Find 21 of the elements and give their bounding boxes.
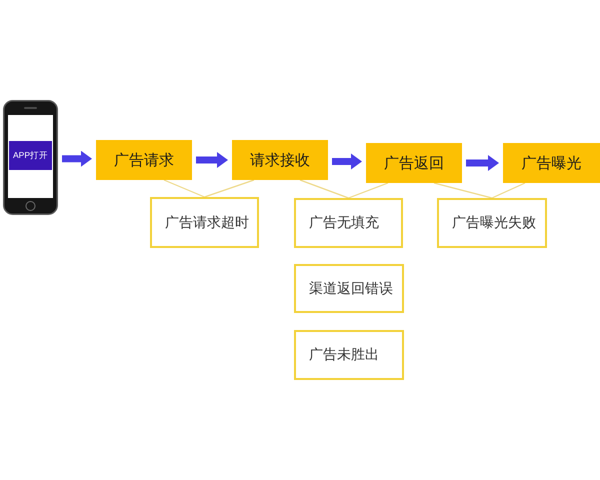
connector-line	[204, 179, 254, 198]
outcome-box: 渠道返回错误	[294, 264, 404, 313]
process-box: 广告返回	[366, 143, 462, 183]
connector-line	[164, 179, 205, 198]
outcome-box: 广告曝光失败	[437, 198, 547, 248]
connector-line	[492, 182, 526, 199]
outcome-box: 广告无填充	[294, 198, 403, 248]
connector-line	[348, 182, 388, 199]
connector-line	[434, 182, 492, 199]
arrow	[466, 155, 499, 171]
outcome-box: 广告请求超时	[150, 197, 259, 248]
connector-line	[300, 179, 349, 199]
process-box: 广告曝光	[503, 143, 600, 183]
process-box: 请求接收	[232, 140, 328, 180]
process-box: 广告请求	[96, 140, 192, 180]
screen-label: APP打开	[9, 141, 52, 170]
outcome-box: 广告未胜出	[294, 330, 404, 380]
arrow	[196, 152, 228, 168]
smartphone	[3, 100, 58, 215]
arrow	[332, 154, 362, 170]
arrow	[62, 150, 92, 167]
